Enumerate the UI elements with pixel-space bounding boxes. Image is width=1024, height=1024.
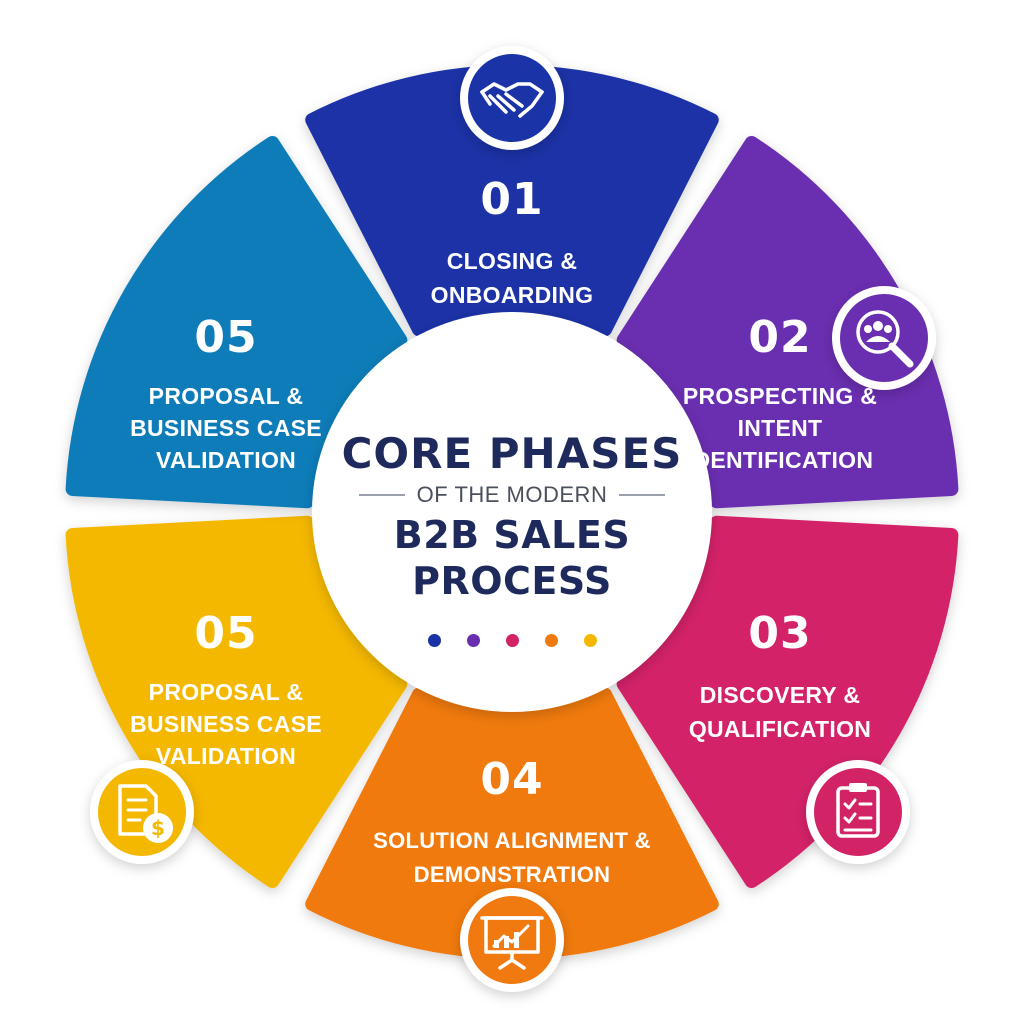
segment-number: 02 (748, 312, 812, 363)
segment-04: 04 SOLUTION ALIGNMENT & DEMONSTRATION (352, 758, 672, 892)
segment-label: PROSPECTING & INTENT IDENTIFICATION (682, 383, 878, 473)
segment-shape (305, 65, 719, 337)
title-line-2: OF THE MODERN (416, 482, 608, 507)
color-dot (466, 634, 480, 647)
handshake-icon (460, 46, 564, 150)
segment-shape (616, 135, 959, 509)
color-dot (583, 634, 597, 647)
segment-label: CLOSING & ONBOARDING (430, 248, 594, 308)
divider-left (358, 494, 405, 496)
color-dots (312, 634, 712, 647)
segment-number: 05 (194, 608, 258, 659)
segment-label: SOLUTION ALIGNMENT & DEMONSTRATION (373, 828, 651, 887)
segment-number: 03 (748, 608, 812, 659)
search-people-icon (832, 286, 936, 390)
segment-01: 01 CLOSING & ONBOARDING (372, 178, 652, 312)
color-dot (544, 634, 558, 647)
title-line-1: CORE PHASES (341, 429, 683, 478)
segment-number: 05 (194, 312, 258, 363)
title-line-3: B2B SALES PROCESS (393, 513, 631, 603)
subtitle-row: OF THE MODERN (312, 482, 712, 508)
segment-05-upper: 05 PROPOSAL & BUSINESS CASE VALIDATION (108, 316, 344, 476)
center-title: CORE PHASES OF THE MODERN B2B SALES PROC… (312, 330, 712, 670)
segment-03: 03 DISCOVERY & QUALIFICATION (662, 612, 898, 746)
segment-shape (616, 515, 959, 889)
divider-right (619, 494, 666, 496)
presentation-chart-icon (460, 888, 564, 992)
segment-02: 02 PROSPECTING & INTENT IDENTIFICATION (662, 316, 898, 476)
segment-label: PROPOSAL & BUSINESS CASE VALIDATION (130, 383, 322, 473)
center-disc (312, 312, 712, 712)
segment-shape (305, 687, 719, 959)
checklist-icon (806, 760, 910, 864)
segment-label: DISCOVERY & QUALIFICATION (688, 682, 872, 742)
segment-label: PROPOSAL & BUSINESS CASE VALIDATION (130, 679, 322, 769)
color-dot (427, 634, 441, 647)
segment-05-lower: 05 PROPOSAL & BUSINESS CASE VALIDATION (108, 612, 344, 772)
invoice-dollar-icon: $ (90, 760, 194, 864)
svg-text:$: $ (151, 816, 165, 840)
segment-number: 04 (480, 754, 544, 805)
segment-shape (65, 135, 408, 509)
segment-number: 01 (480, 174, 544, 225)
color-dot (505, 634, 519, 647)
